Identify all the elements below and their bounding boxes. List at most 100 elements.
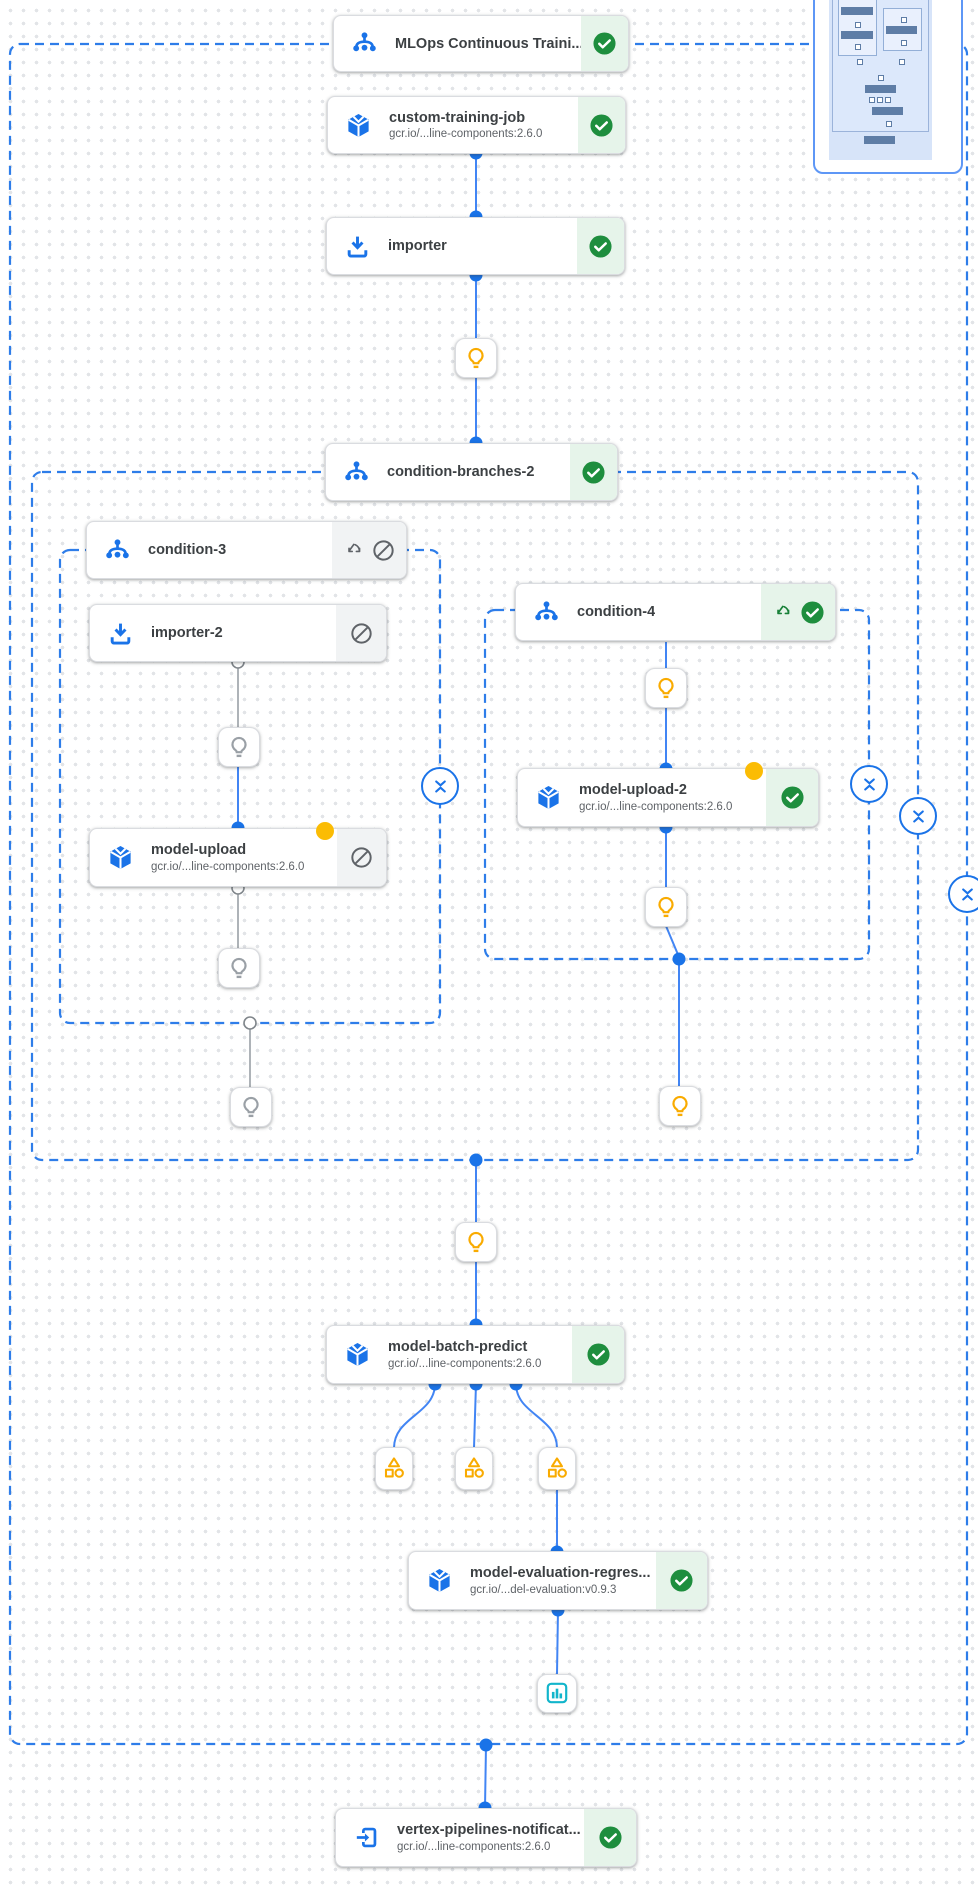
condition-icon	[351, 30, 378, 57]
node-vertex-pipelines-notification[interactable]: vertex-pipelines-notificat...gcr.io/...l…	[335, 1808, 637, 1867]
parameter-lightbulb-node[interactable]	[645, 887, 687, 927]
node-status	[332, 522, 406, 578]
parameter-lightbulb-node[interactable]	[455, 1222, 497, 1262]
node-status	[766, 769, 818, 826]
node-importer-2[interactable]: importer-2	[89, 604, 387, 662]
artifact-node[interactable]	[375, 1446, 413, 1490]
node-status	[578, 97, 625, 153]
minimap-marker	[899, 59, 905, 65]
collapse-condition-branches-2-button[interactable]	[899, 797, 937, 835]
node-title: importer-2	[151, 625, 223, 641]
collapse-icon	[956, 883, 978, 906]
node-model-evaluation-regression[interactable]: model-evaluation-regres...gcr.io/...del-…	[408, 1551, 708, 1610]
minimap-marker	[878, 75, 884, 81]
success-check-icon	[588, 234, 613, 259]
minimap-node	[886, 26, 917, 34]
parameter-lightbulb-icon	[463, 1229, 489, 1255]
node-title: model-batch-predict	[388, 1339, 528, 1356]
parameter-lightbulb-node[interactable]	[218, 727, 260, 767]
parameter-lightbulb-icon	[226, 955, 252, 981]
blocked-icon	[349, 845, 374, 870]
condition-icon	[533, 599, 560, 626]
minimap-marker	[901, 40, 907, 46]
collapse-condition-3-button[interactable]	[421, 767, 459, 805]
node-status	[584, 1809, 636, 1866]
minimap-marker	[885, 97, 891, 103]
collapse-pipeline-root-button[interactable]	[948, 875, 978, 913]
minimap-marker	[869, 97, 875, 103]
node-title: condition-3	[148, 542, 227, 558]
parameter-lightbulb-icon	[653, 675, 679, 701]
node-status	[581, 16, 628, 71]
node-title: importer	[388, 238, 447, 254]
minimap-node	[841, 7, 873, 15]
parameter-lightbulb-node[interactable]	[230, 1087, 272, 1127]
success-check-icon	[592, 31, 617, 56]
parameter-lightbulb-icon	[226, 734, 252, 760]
node-title: model-upload-2	[579, 782, 687, 799]
artifact-node[interactable]	[538, 1446, 576, 1490]
parameter-lightbulb-node[interactable]	[659, 1086, 701, 1126]
minimap-node	[864, 136, 895, 144]
node-status	[761, 584, 835, 640]
condition-icon	[343, 459, 370, 486]
parameter-lightbulb-icon	[238, 1094, 264, 1120]
edge-connector	[393, 1383, 436, 1449]
node-subtitle: gcr.io/...del-evaluation:v0.9.3	[470, 1583, 617, 1596]
node-title: condition-branches-2	[387, 464, 535, 480]
success-check-icon	[586, 1342, 611, 1367]
exit-icon	[353, 1824, 380, 1851]
node-status	[572, 1326, 624, 1383]
node-status	[656, 1552, 707, 1609]
output-parameter-dot	[745, 762, 763, 780]
minimap-node	[841, 31, 873, 39]
node-mlops-continuous-training[interactable]: MLOps Continuous Traini...	[333, 15, 629, 72]
minimap[interactable]	[813, 0, 963, 174]
success-check-icon	[589, 113, 614, 138]
success-check-icon	[780, 785, 805, 810]
cube-icon	[345, 112, 372, 139]
cube-icon	[344, 1341, 371, 1368]
collapse-condition-4-button[interactable]	[850, 765, 888, 803]
port-dot-filled	[469, 1153, 483, 1167]
node-status	[570, 444, 617, 500]
collapse-icon	[907, 805, 930, 828]
artifact-icon	[381, 1455, 407, 1481]
import-icon	[107, 620, 134, 647]
collapse-icon	[429, 775, 452, 798]
port-dot-filled	[672, 952, 686, 966]
minimap-marker	[855, 22, 861, 28]
expand-subtasks-icon	[772, 602, 793, 623]
edge-connector	[665, 925, 680, 958]
cube-icon	[107, 844, 134, 871]
edge-connector	[473, 1383, 477, 1449]
node-importer[interactable]: importer	[326, 217, 625, 275]
artifact-node[interactable]	[455, 1446, 493, 1490]
success-check-icon	[669, 1568, 694, 1593]
node-condition-branches-2[interactable]: condition-branches-2	[325, 443, 618, 501]
minimap-marker	[857, 59, 863, 65]
edge-connector	[556, 1609, 559, 1675]
edge-connector	[515, 1383, 558, 1449]
import-icon	[344, 233, 371, 260]
success-check-icon	[581, 460, 606, 485]
metrics-artifact-node[interactable]	[537, 1673, 577, 1713]
node-status	[577, 218, 624, 274]
node-status	[337, 829, 386, 886]
blocked-icon	[349, 621, 374, 646]
parameter-lightbulb-node[interactable]	[218, 948, 260, 988]
node-status	[336, 605, 386, 661]
minimap-marker	[901, 17, 907, 23]
minimap-marker	[886, 121, 892, 127]
node-condition-4[interactable]: condition-4	[515, 583, 836, 641]
node-subtitle: gcr.io/...line-components:2.6.0	[151, 860, 305, 873]
parameter-lightbulb-node[interactable]	[645, 668, 687, 708]
node-condition-3[interactable]: condition-3	[86, 521, 407, 579]
parameter-lightbulb-node[interactable]	[455, 338, 497, 378]
node-subtitle: gcr.io/...line-components:2.6.0	[388, 1357, 542, 1370]
